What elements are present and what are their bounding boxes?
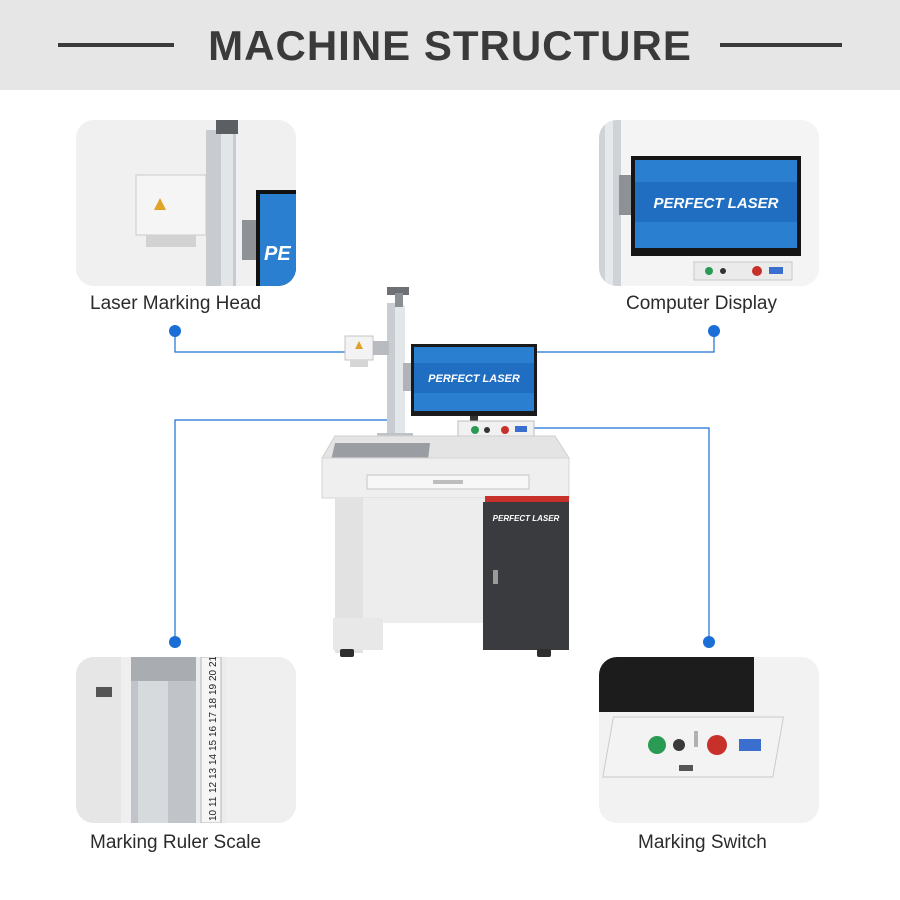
ruler-number: 17: [208, 711, 219, 723]
header-banner: MACHINE STRUCTURE: [0, 0, 900, 90]
ruler-number: 18: [208, 697, 219, 709]
ruler-image: 21 20 19 18 17 16 15 14 13 12 11 10: [76, 657, 296, 823]
connector-ruler: [174, 419, 395, 642]
connector-display: [455, 331, 715, 353]
label-laser-head: Laser Marking Head: [90, 293, 262, 314]
ruler-number: 15: [208, 739, 219, 751]
connector-dot: [169, 325, 181, 337]
ruler-number: 21: [208, 657, 219, 667]
cabinet-brand-text: PERFECT LASER: [493, 514, 560, 523]
card-ruler: 21 20 19 18 17 16 15 14 13 12 11 10: [76, 657, 296, 823]
ruler-number: 19: [208, 683, 219, 695]
label-switch: Marking Switch: [638, 832, 767, 853]
ruler-number: 10: [208, 809, 219, 821]
machine-illustration: PERFECT LASER PERFECT LASER: [321, 287, 570, 657]
label-display: Computer Display: [626, 293, 777, 314]
display-brand-text: PERFECT LASER: [653, 195, 778, 212]
header-rule-left: [58, 43, 174, 47]
connector-dot: [708, 325, 720, 337]
ruler-number: 13: [208, 767, 219, 779]
connector-dot: [703, 636, 715, 648]
connector-switch: [510, 427, 710, 642]
card-switch: [599, 657, 819, 823]
laser-head-image: PE: [76, 120, 296, 286]
page-title: MACHINE STRUCTURE: [208, 22, 692, 69]
monitor-brand-text: PERFECT LASER: [428, 373, 520, 385]
connector-laser-head: [174, 331, 352, 353]
ruler-number: 11: [208, 796, 219, 807]
ruler-number: 12: [208, 781, 219, 793]
ruler-number: 20: [208, 669, 219, 681]
ruler-tick-labels: 21 20 19 18 17 16 15 14 13 12 11 10: [208, 657, 219, 821]
ruler-number: 14: [208, 753, 219, 765]
switch-image: [599, 657, 819, 823]
label-ruler: Marking Ruler Scale: [90, 832, 262, 853]
svg-text:PE: PE: [264, 243, 291, 265]
display-image: PERFECT LASER: [599, 120, 819, 286]
card-display: PERFECT LASER: [599, 120, 819, 286]
ruler-number: 16: [208, 725, 219, 737]
connector-dot: [169, 636, 181, 648]
header-rule-right: [720, 43, 842, 47]
card-laser-head: PE: [76, 120, 296, 286]
